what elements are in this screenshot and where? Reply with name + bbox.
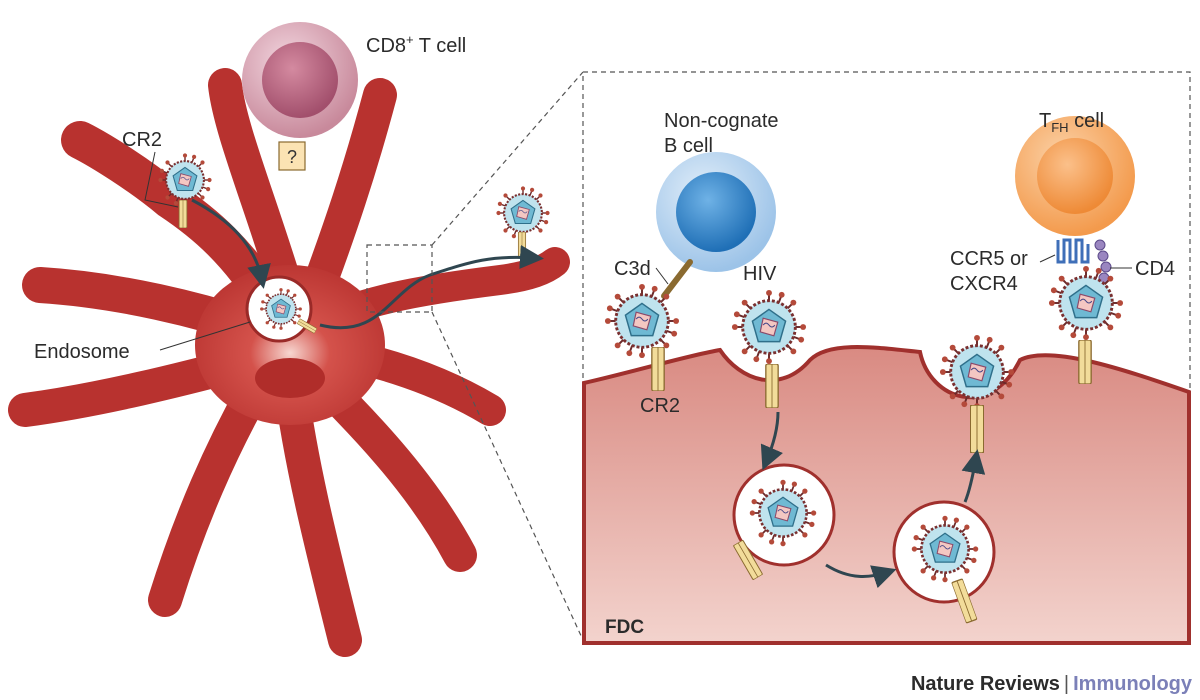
question-mark: ? [287, 147, 297, 167]
tfh-label: TFH cell [1039, 110, 1104, 135]
internalization-arrow [760, 411, 783, 471]
cr2-receptor-icon [970, 405, 984, 453]
recycling-arrow [319, 245, 544, 330]
cr2-right-label: CR2 [640, 395, 680, 417]
journal-credit: Nature Reviews|Immunology [911, 673, 1192, 696]
endosome-leader-line [159, 321, 251, 351]
c3d-label: C3d [614, 258, 651, 280]
cr2-receptor-icon [517, 232, 527, 258]
ccr5-label: CCR5 or [950, 248, 1028, 270]
publisher-name: Nature Reviews [910, 673, 1060, 695]
ccr5-cxcr4-coreceptor [1056, 238, 1090, 264]
cr2-receptor-icon [651, 347, 665, 391]
b-cell-label: B cell [664, 135, 713, 157]
hiv-virion-icon [910, 514, 980, 584]
antibody-link [661, 259, 693, 299]
cr2-leader-line [144, 151, 179, 208]
cr2-label: CR2 [122, 129, 162, 151]
hiv-virion-icon [495, 185, 551, 241]
cd4-label: CD4 [1135, 258, 1175, 280]
hiv-virion-bound-tfh-icon [1047, 264, 1125, 342]
cd8-nucleus [262, 42, 338, 118]
b-cell-nucleus [676, 172, 756, 252]
hiv-label: HIV [743, 263, 777, 285]
hiv-virion-icon [730, 288, 808, 366]
credit-separator: | [1063, 673, 1070, 695]
nucleus-shape [255, 358, 325, 398]
zoom-region-box [366, 244, 433, 313]
cxcr4-label: CXCR4 [950, 273, 1018, 295]
journal-name: Immunology [1073, 673, 1192, 695]
hiv-virion-icon [259, 287, 303, 331]
fdc-label: FDC [605, 617, 644, 638]
hiv-virion-icon [938, 333, 1016, 411]
cr2-receptor-icon [1078, 340, 1092, 384]
cr2-receptor-icon [765, 364, 779, 408]
non-cognate-label: Non-cognate [664, 110, 779, 132]
fdc-membrane [582, 345, 1191, 645]
hiv-virion-c3d-icon [603, 282, 681, 360]
hiv-virion-icon [157, 152, 213, 208]
cd8-label: CD8+ T cell [366, 32, 466, 57]
cd4-receptor [1094, 239, 1112, 284]
cr2-receptor-icon [178, 200, 188, 228]
internalization-arrow [191, 198, 271, 289]
endosome-label: Endosome [34, 341, 130, 363]
recycling-arrow [961, 449, 986, 503]
hiv-virion-icon [748, 478, 818, 548]
question-box [278, 141, 306, 171]
transit-arrow [825, 563, 897, 589]
tfh-nucleus [1037, 138, 1113, 214]
